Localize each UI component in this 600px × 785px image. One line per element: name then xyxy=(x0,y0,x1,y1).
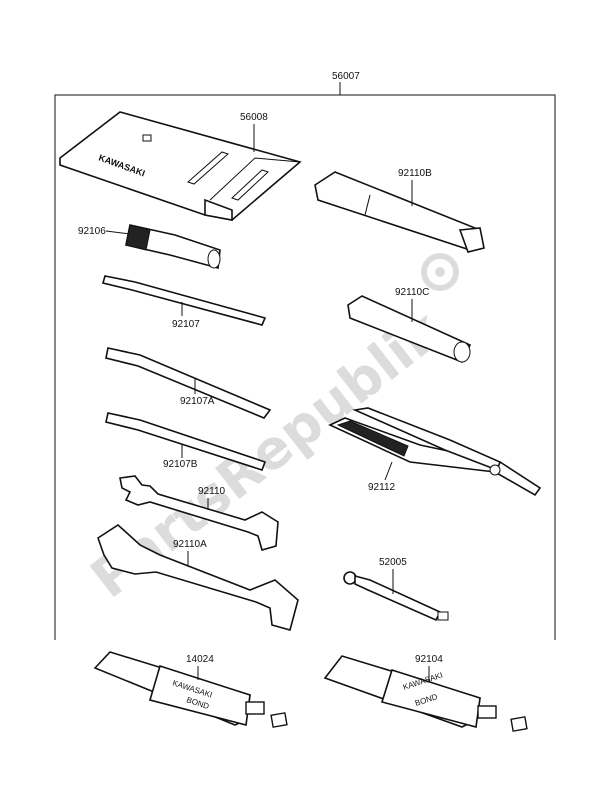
label-screwdriver: 92107 xyxy=(172,319,200,330)
label-screwdriver-b: 92107B xyxy=(163,459,198,470)
tool-pouch: KAWASAKI 56008 xyxy=(59,111,302,221)
label-handle: 92106 xyxy=(78,226,106,237)
label-box-wrench-b: 92110B xyxy=(398,168,432,179)
box-wrench-92110b: 92110B xyxy=(314,168,485,253)
wrench-92110a: 92110A xyxy=(97,523,299,631)
label-bond-right: 92104 xyxy=(415,654,443,665)
handle-92106: 92106 xyxy=(78,224,221,270)
box-wrench-92110c: 92110C xyxy=(347,287,472,364)
screwdriver-92107: 92107 xyxy=(102,275,267,330)
label-kit: 56007 xyxy=(332,71,360,82)
bond-tube-14024: KAWASAKI BOND 14024 xyxy=(93,651,288,728)
label-wrench: 92110 xyxy=(198,486,226,497)
label-wrench-a: 92110A xyxy=(173,539,207,550)
bond-cap-right xyxy=(510,716,528,732)
wrench-92110: 92110 xyxy=(119,475,279,551)
screwdriver-92107a: 92107A xyxy=(105,347,272,419)
watermark-gear-icon xyxy=(421,253,459,291)
label-pouch: 56008 xyxy=(240,112,268,123)
pliers-92112: 92112 xyxy=(328,407,542,497)
label-spoke-wrench: 52005 xyxy=(379,557,407,568)
spoke-wrench-52005: 52005 xyxy=(343,557,449,622)
bond-cap-left xyxy=(270,712,288,728)
label-pliers: 92112 xyxy=(368,482,396,493)
screwdriver-92107b: 92107B xyxy=(105,412,267,471)
bond-tube-92104: KAWASAKI BOND 92104 xyxy=(323,654,528,732)
label-screwdriver-a: 92107A xyxy=(180,396,215,407)
label-box-wrench-c: 92110C xyxy=(395,287,429,298)
label-bond-left: 14024 xyxy=(186,654,214,665)
pouch-snap xyxy=(142,134,152,142)
kit-bracket: 56007 xyxy=(54,71,556,640)
